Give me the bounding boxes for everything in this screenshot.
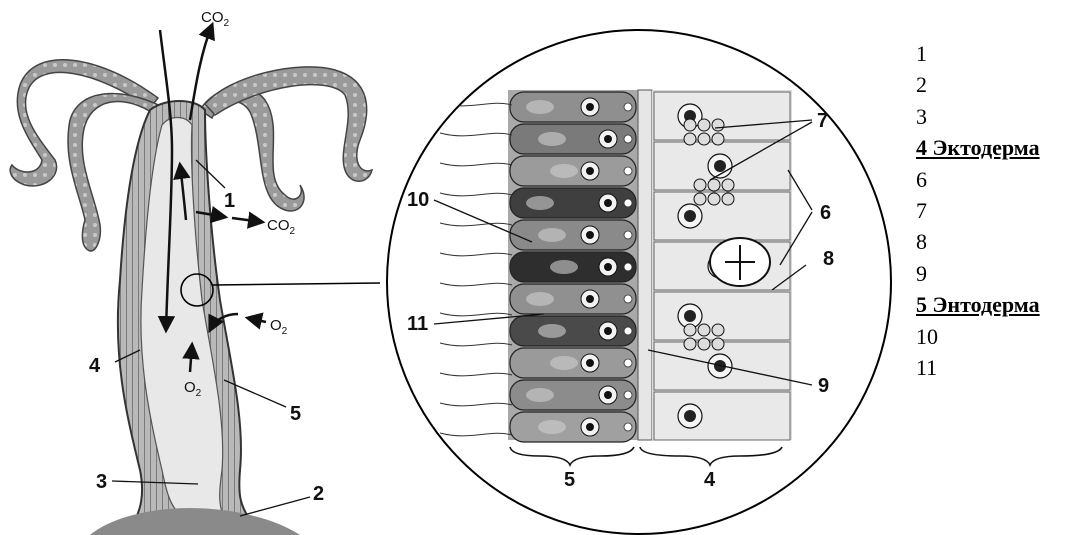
basal-disc: [90, 508, 300, 535]
legend-item: 1: [916, 38, 1089, 69]
leader-2: [240, 497, 310, 516]
legend-item: 10: [916, 321, 1089, 352]
legend-item: 11: [916, 352, 1089, 383]
detail-connector-line: [213, 283, 380, 285]
hydra-label-4: 4: [89, 355, 101, 377]
endoderm-cell: [510, 156, 636, 186]
detail-label-8: 8: [823, 248, 834, 270]
legend-item: 3: [916, 101, 1089, 132]
o2-label-side: O2: [270, 317, 288, 337]
endoderm-cell: [510, 252, 636, 282]
endoderm-cell: [510, 284, 636, 314]
ectoderm-layer: [652, 90, 792, 440]
hydra-label-2: 2: [313, 483, 324, 505]
hydra-label-3: 3: [96, 471, 107, 493]
o2-arrow-in: [248, 318, 266, 322]
hydra-label-5: 5: [290, 403, 301, 425]
endoderm-cell: [510, 316, 636, 346]
legend-item: 6: [916, 164, 1089, 195]
endoderm-cell: [510, 124, 636, 154]
legend-item: 5 Энтодерма: [916, 289, 1089, 320]
mesoglea: [638, 90, 652, 440]
co2-label-side: CO2: [267, 217, 296, 237]
ectoderm-cell: [654, 92, 790, 140]
co2-arrow-side-2: [232, 218, 262, 222]
hydra-label-1: 1: [224, 190, 235, 212]
endoderm-layer: [508, 90, 638, 442]
detail-label-5: 5: [564, 469, 575, 491]
legend-item: 9: [916, 258, 1089, 289]
detail-label-7: 7: [817, 110, 828, 132]
endoderm-cell: [510, 188, 636, 218]
endoderm-cell: [510, 92, 636, 122]
co2-label-top: CO2: [201, 9, 230, 29]
hydra-body: CO2 CO2 O2 O2 1 2 3 4 5: [10, 9, 380, 535]
endoderm-cell: [510, 380, 636, 410]
detail-label-4: 4: [704, 469, 716, 491]
legend-item: 7: [916, 195, 1089, 226]
legend-item: 4 Эктодерма: [916, 132, 1089, 163]
ectoderm-cell: [654, 392, 790, 440]
stinging-cell: [710, 238, 770, 286]
endoderm-cell: [510, 348, 636, 378]
detail-label-11: 11: [407, 313, 428, 335]
legend-item: 2: [916, 69, 1089, 100]
endoderm-cell: [510, 412, 636, 442]
legend-item: 8: [916, 226, 1089, 257]
detail-label-6: 6: [820, 202, 831, 224]
magnified-tissue: 5 4 6 7 8 9 10 11: [387, 30, 891, 534]
tentacle-right-outer: [205, 67, 372, 181]
detail-label-9: 9: [818, 375, 829, 397]
endoderm-cell: [510, 220, 636, 250]
detail-label-10: 10: [407, 189, 429, 211]
